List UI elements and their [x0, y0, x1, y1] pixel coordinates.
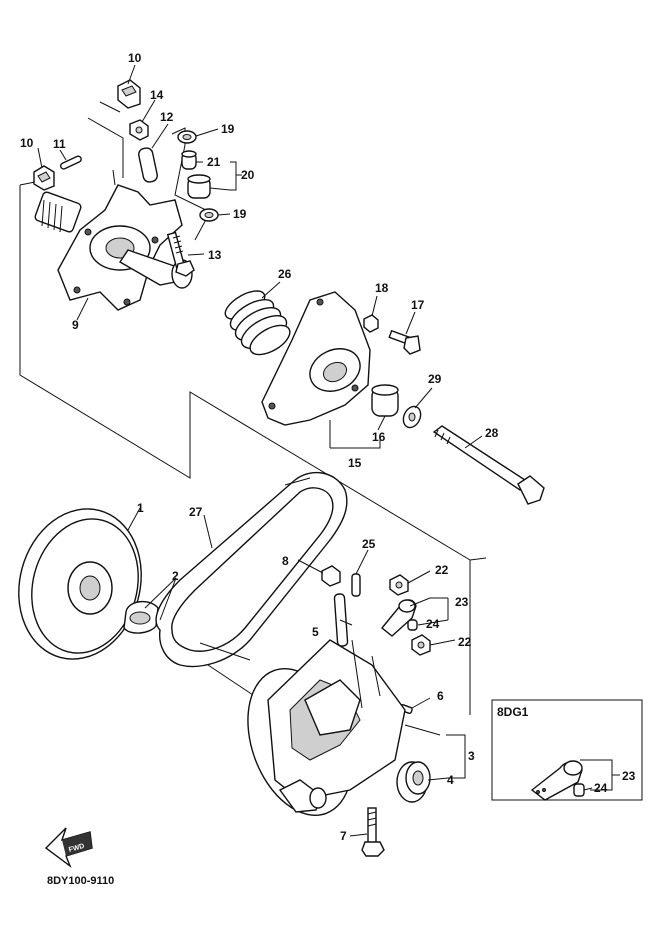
nut-part-8 [321, 565, 341, 587]
callout-3: 3 [468, 749, 475, 763]
callout-15: 15 [348, 456, 362, 470]
clutch-housing-part-3 [247, 639, 406, 816]
callout-18: 18 [375, 281, 389, 295]
callout-22-top: 22 [435, 563, 449, 577]
callout-29: 29 [428, 372, 442, 386]
nut-part-22-bottom [411, 634, 431, 656]
callout-4: 4 [447, 773, 454, 787]
roller-part-20 [187, 174, 211, 199]
bolt-part-7 [361, 807, 385, 857]
slider-part-10-top [117, 79, 141, 109]
sheave-part-1 [18, 508, 142, 660]
bolt-part-13 [166, 231, 195, 277]
callout-24-inset: 24 [594, 781, 608, 795]
nut-part-14 [129, 119, 149, 141]
callout-14: 14 [150, 88, 164, 102]
washer-part-19-top [177, 130, 197, 144]
drive-belt-part-27 [155, 471, 348, 668]
pin-part-25 [351, 573, 361, 597]
pin-part-11 [59, 155, 82, 170]
callout-9: 9 [72, 318, 79, 332]
bolt-part-17 [388, 329, 421, 355]
fwd-direction-arrow: FWD [44, 827, 93, 869]
bushing-part-2 [123, 601, 159, 634]
arm-part-23 [381, 599, 417, 637]
washer-part-29 [402, 405, 422, 429]
callout-22-bottom: 22 [458, 635, 472, 649]
callout-10-top: 10 [128, 51, 142, 65]
callout-17: 17 [411, 298, 425, 312]
callout-23: 23 [455, 595, 469, 609]
bushing-part-16 [371, 384, 399, 417]
callout-21: 21 [207, 155, 221, 169]
slider-part-10-left [33, 165, 55, 191]
callout-13: 13 [208, 248, 222, 262]
cover-plate-part-15 [261, 291, 381, 449]
callout-20: 20 [241, 168, 255, 182]
callout-23-inset: 23 [622, 769, 636, 783]
callout-25: 25 [362, 537, 376, 551]
pin-part-24 [407, 619, 418, 631]
nut-part-18 [363, 314, 379, 333]
callout-7: 7 [340, 829, 347, 843]
long-bolt-part-28 [432, 425, 545, 505]
assembly-outline [19, 101, 487, 736]
callout-19-bottom: 19 [233, 207, 247, 221]
bushing-part-4 [396, 761, 431, 803]
bushing-part-21 [181, 150, 197, 170]
fwd-label: FWD [68, 843, 85, 854]
callout-19-top: 19 [221, 122, 235, 136]
shaft-part-12 [138, 147, 158, 183]
callout-labels: 10 14 12 19 21 20 19 13 10 11 9 26 18 17… [20, 51, 636, 843]
callout-16: 16 [372, 430, 386, 444]
leader-lines [37, 64, 483, 837]
callout-11: 11 [53, 137, 66, 151]
callout-10-left: 10 [20, 136, 34, 150]
inset-box-8dg1: 8DG1 [491, 699, 643, 801]
callout-6: 6 [437, 689, 444, 703]
callout-26: 26 [278, 267, 292, 281]
callout-27: 27 [189, 505, 203, 519]
callout-12: 12 [160, 110, 174, 124]
callout-28: 28 [485, 426, 499, 440]
spring-part-26 [224, 290, 291, 356]
callout-8: 8 [282, 554, 289, 568]
callout-1: 1 [137, 501, 144, 515]
spider-hub-part-9 [34, 169, 193, 311]
washer-part-19-bottom [199, 208, 219, 222]
callout-5: 5 [312, 625, 319, 639]
nut-part-22-top [389, 574, 409, 596]
diagram-code: 8DY100-9110 [47, 875, 114, 887]
callout-2: 2 [172, 569, 179, 583]
inset-title: 8DG1 [497, 705, 529, 719]
callout-24: 24 [426, 617, 440, 631]
